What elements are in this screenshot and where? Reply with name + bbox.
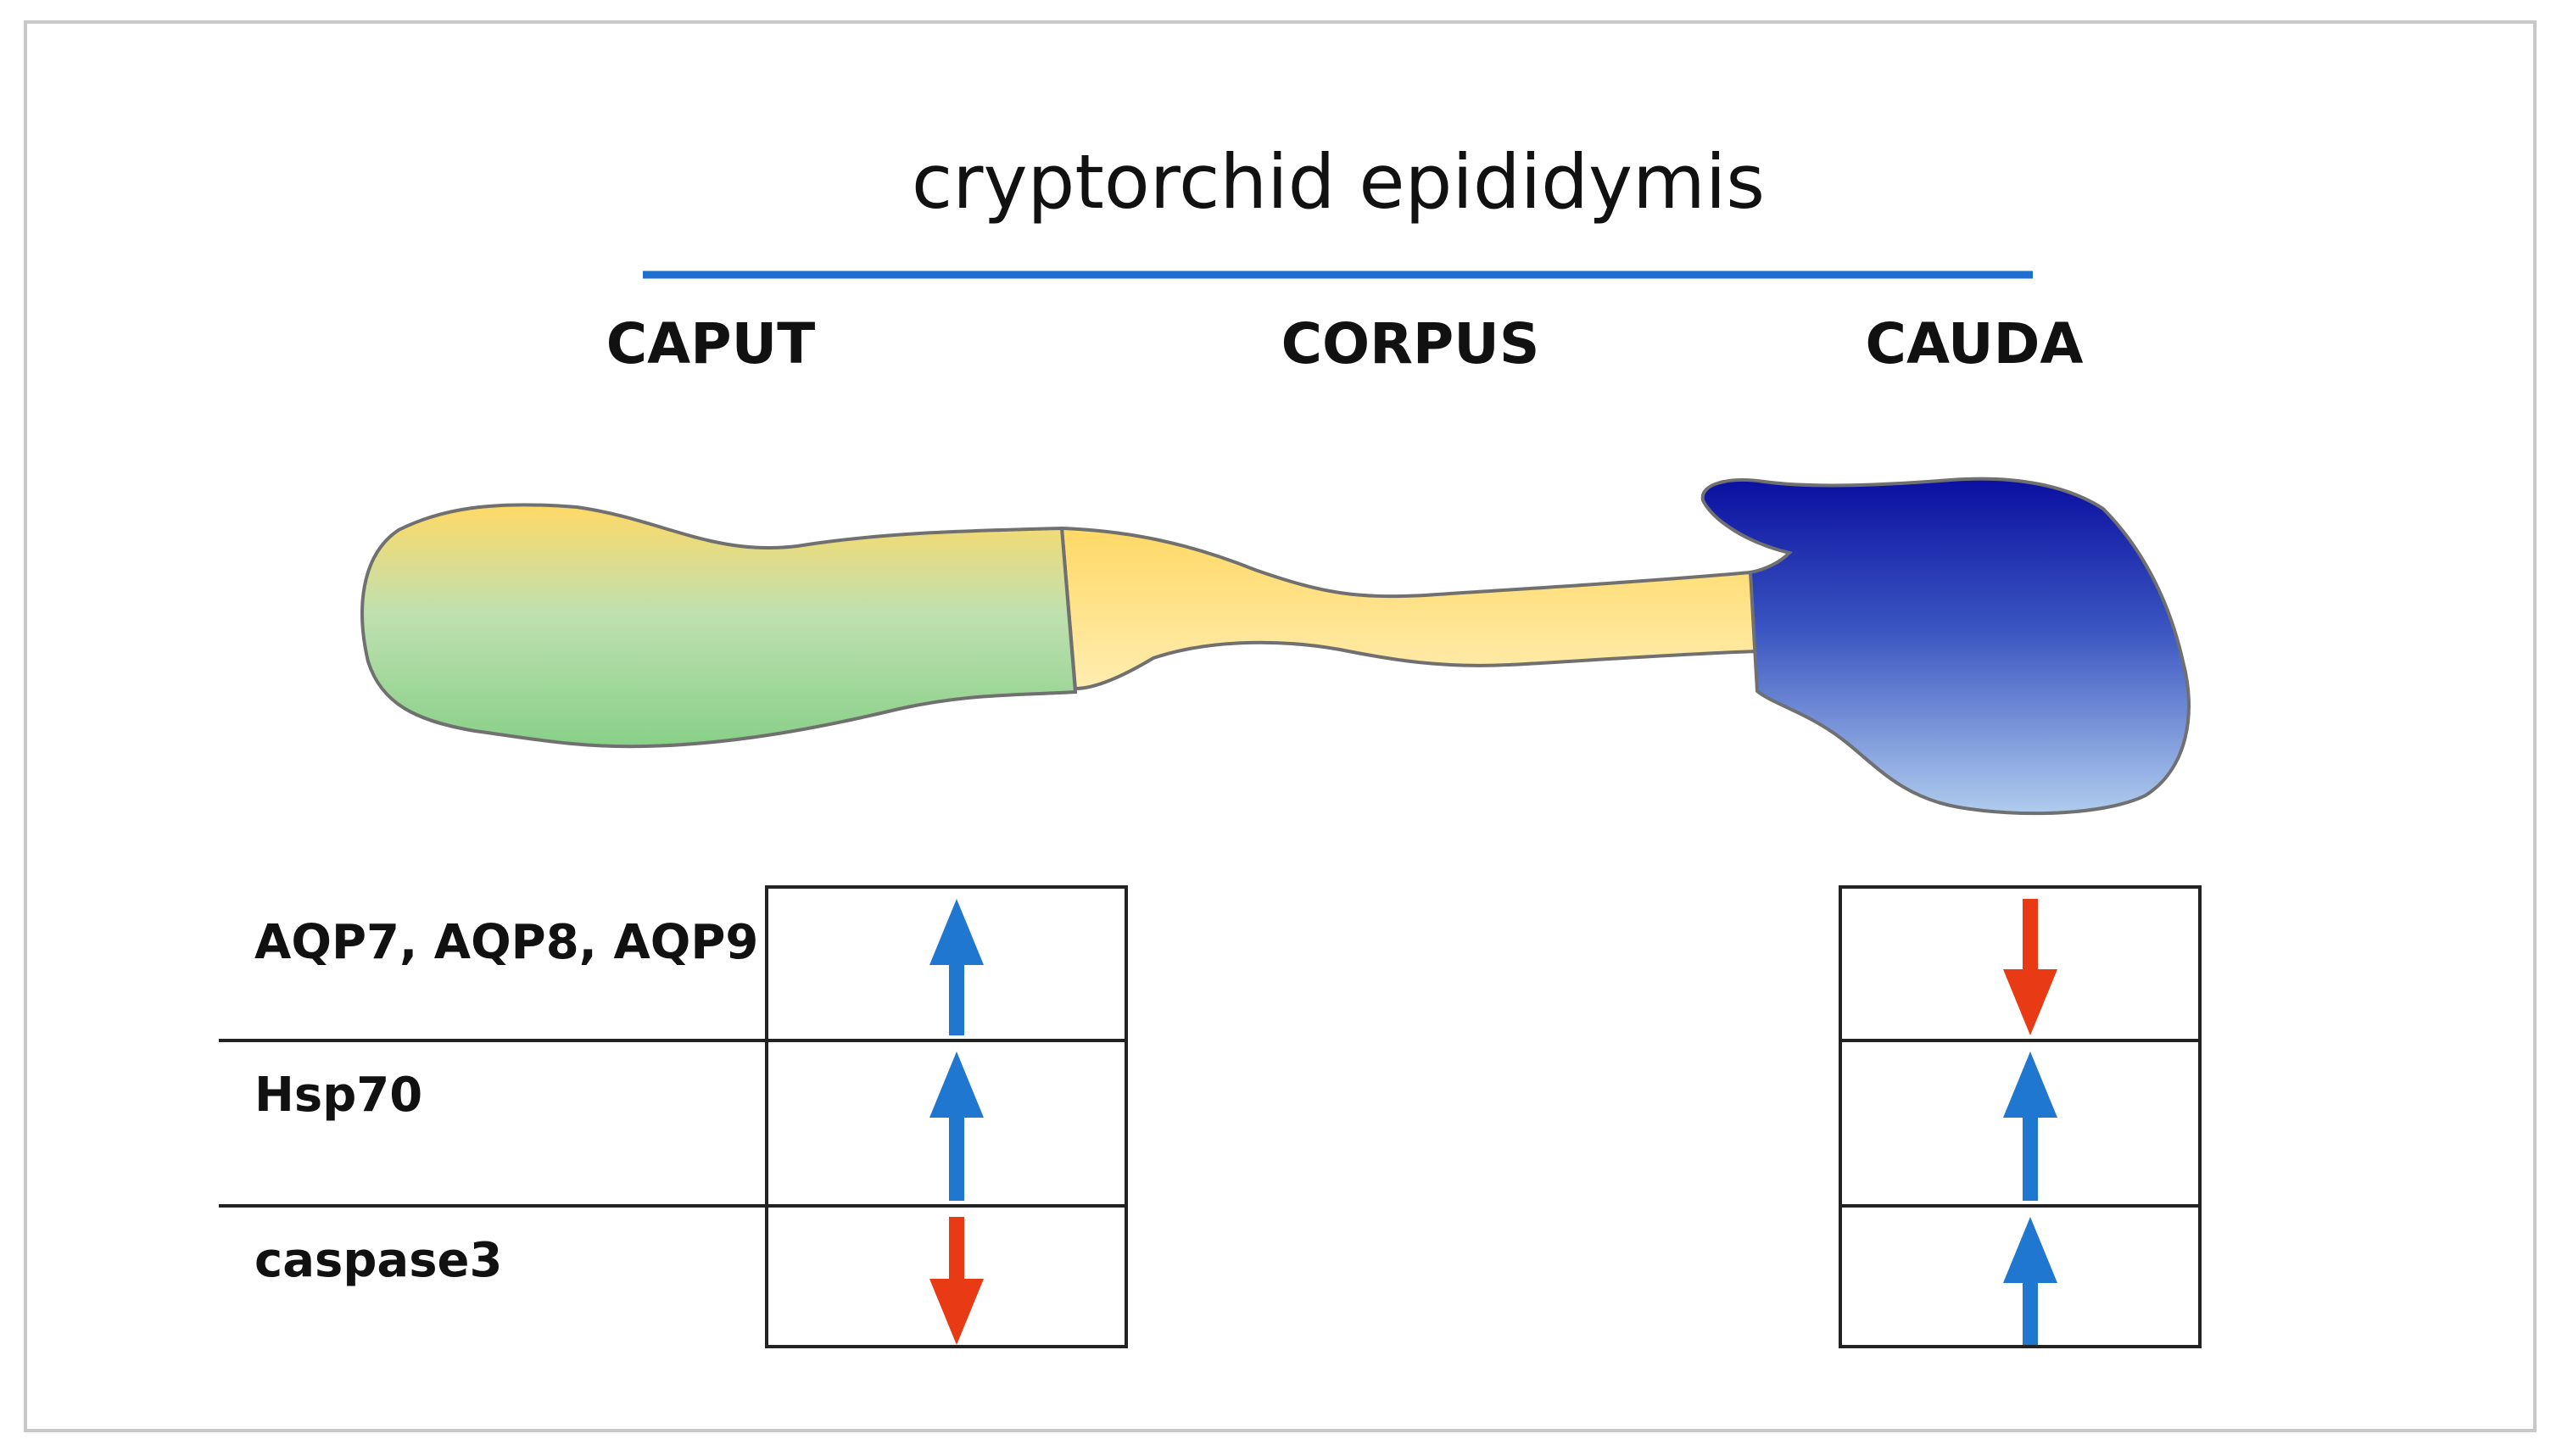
region-label-caput: CAPUT xyxy=(606,311,816,377)
cauda-cell-block xyxy=(1839,885,2202,1348)
cauda-row2-up-arrow-icon xyxy=(2003,1052,2057,1201)
corpus-segment xyxy=(1059,526,1760,691)
caput-cell-block xyxy=(765,885,1128,1348)
row-label-aquaporins: AQP7, AQP8, AQP9 xyxy=(254,915,758,970)
diagram-title: cryptorchid epididymis xyxy=(912,138,1765,226)
row-label-hsp70: Hsp70 xyxy=(254,1068,422,1123)
row-label-caspase3: caspase3 xyxy=(254,1233,502,1288)
region-label-corpus: CORPUS xyxy=(1281,311,1540,377)
cauda-segment xyxy=(1700,477,2191,816)
caput-row2-up-arrow-icon xyxy=(929,1052,984,1201)
cauda-row3-up-arrow-icon xyxy=(2003,1217,2057,1345)
arrow-markers xyxy=(929,899,2057,1345)
caput-row3-down-arrow-icon xyxy=(929,1217,984,1345)
region-label-cauda: CAUDA xyxy=(1866,311,2084,377)
cauda-row1-down-arrow-icon xyxy=(2003,899,2057,1035)
caput-segment xyxy=(360,503,1078,749)
caput-row1-up-arrow-icon xyxy=(929,899,984,1035)
expression-table: AQP7, AQP8, AQP9 Hsp70 caspase3 xyxy=(219,885,2202,1348)
epididymis-illustration xyxy=(360,477,2191,816)
